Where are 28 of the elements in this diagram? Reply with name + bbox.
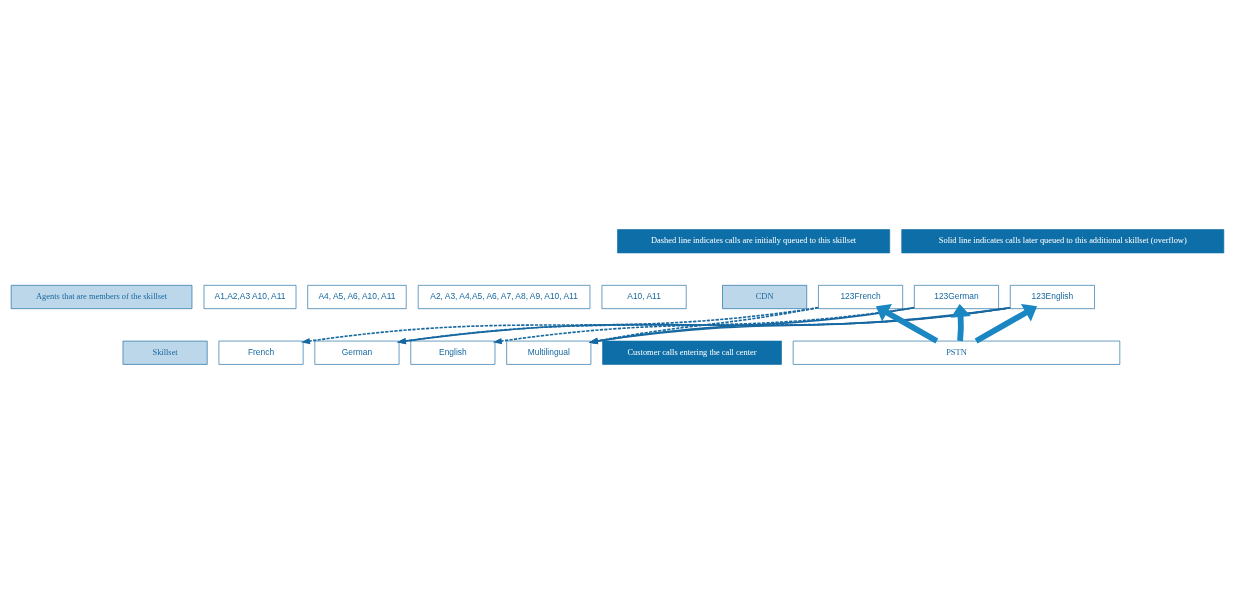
node-box: A2, A3, A4,A5, A6, A7, A8, A9, A10, A11 [417, 284, 591, 309]
arrow [588, 306, 820, 344]
node-box: A10, A11 [601, 284, 687, 309]
arrow [974, 303, 1038, 343]
node-box: A1,A2,A3 A10, A11 [203, 284, 297, 309]
arrow [588, 306, 915, 344]
arrow [300, 306, 820, 344]
node-box: A4, A5, A6, A10, A11 [307, 284, 407, 309]
arrow [950, 303, 971, 341]
node-box: 123French [818, 284, 903, 309]
node-box: Agents that are members of the skillset [10, 284, 193, 309]
node-box: 123German [914, 284, 999, 309]
arrow [875, 303, 939, 343]
node-box: 123English [1009, 284, 1095, 309]
node-box: German [314, 340, 400, 365]
node-box: French [218, 340, 304, 365]
arrow [396, 306, 915, 344]
node-box: PSTN [792, 340, 1121, 365]
node-box: CDN [722, 284, 808, 309]
arrow [396, 306, 1011, 344]
node-box: Skillset [122, 340, 208, 365]
node-box: English [410, 340, 496, 365]
node-box: Customer calls entering the call center [602, 340, 782, 365]
node-box: Solid line indicates calls later queued to this additional skillset (overflow) [901, 228, 1225, 253]
arrow [492, 306, 1011, 344]
node-box: Multilingual [506, 340, 592, 365]
node-box: Dashed line indicates calls are initially queued to this skillset [617, 228, 891, 253]
arrow [588, 306, 1011, 344]
